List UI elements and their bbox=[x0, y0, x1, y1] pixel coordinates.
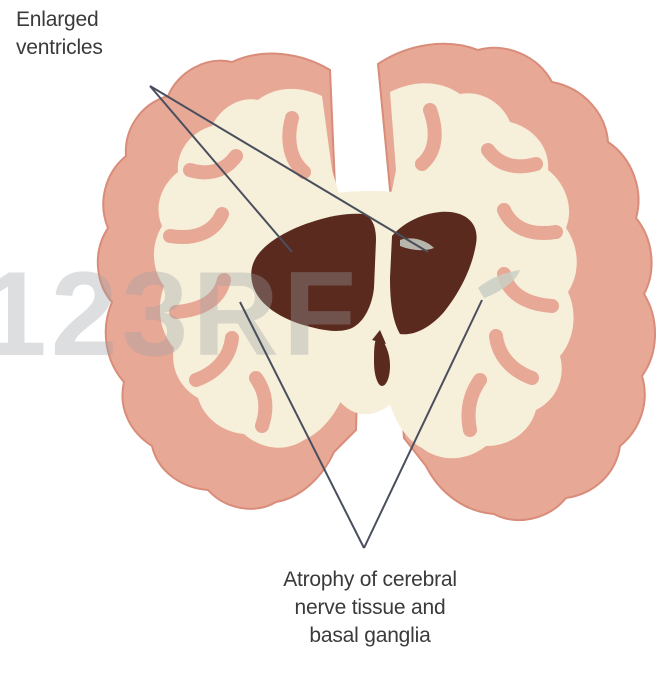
enlarged-ventricles-line-1: Enlarged bbox=[16, 6, 103, 34]
atrophy-line-3: basal ganglia bbox=[250, 622, 490, 650]
atrophy-label: Atrophy of cerebral nerve tissue and bas… bbox=[250, 566, 490, 650]
atrophy-line-1: Atrophy of cerebral bbox=[250, 566, 490, 594]
atrophy-line-2: nerve tissue and bbox=[250, 594, 490, 622]
watermark: 123RF bbox=[0, 247, 360, 381]
enlarged-ventricles-label: Enlarged ventricles bbox=[16, 6, 103, 62]
enlarged-ventricles-line-2: ventricles bbox=[16, 34, 103, 62]
